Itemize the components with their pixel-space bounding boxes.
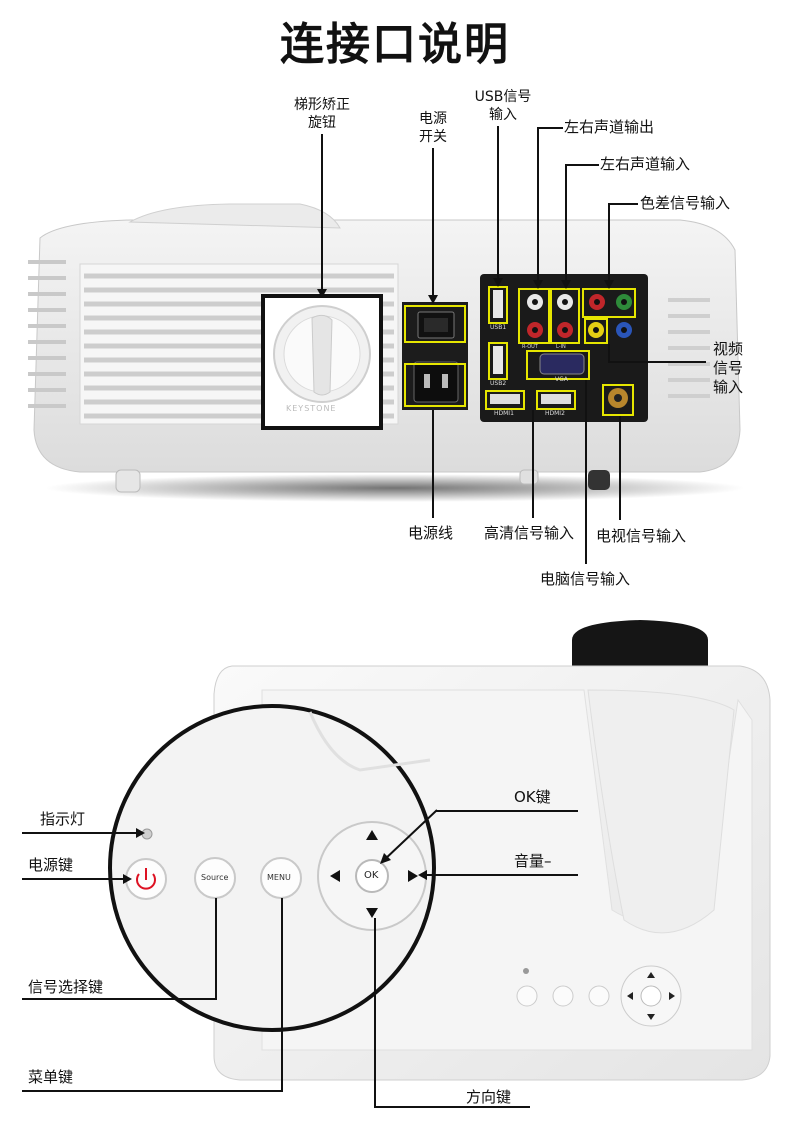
btn-menu-text: MENU [267,873,291,882]
vga-highlight [526,350,590,380]
indicator-label: 指示灯 [40,810,86,828]
direction-label: 方向键 [466,1088,512,1106]
power-cord-label: 电源线 [408,524,454,542]
lens [572,620,708,668]
port-hdmi2-label: HDMI2 [545,410,565,417]
rca-jacks [527,294,632,338]
audio-in-label: 左右声道输入 [600,155,691,173]
menu-key-label: 菜单键 [28,1068,74,1086]
volume-label: 音量– [514,852,552,870]
left-vents [28,260,66,408]
btn-source-text: Source [201,873,229,882]
port-lin-label: L-IN [556,344,566,350]
port-usb2-label: USB2 [490,380,507,387]
tv-label: 电视信号输入 [596,527,687,545]
audio-in-highlight [550,288,580,344]
foot-adjust [588,470,610,490]
hdmi1-highlight [485,390,525,410]
usb2-highlight [488,342,508,380]
audio-out-highlight [518,288,550,344]
rear-shadow [45,474,745,502]
video-highlight [584,318,608,344]
hdmi2-highlight [536,390,576,410]
video-label: 视频信号输入 [712,340,743,396]
hdmi-label: 高清信号输入 [484,524,575,542]
component-highlight [582,288,636,318]
source-key-label: 信号选择键 [28,978,104,996]
power-key-label: 电源键 [28,856,74,874]
usb1-highlight [488,286,508,324]
foot-left [115,469,141,493]
keystone-label: 梯形矫正旋钮 [294,97,350,131]
power-switch-highlight [404,305,466,343]
ok-key-label: OK键 [514,788,551,806]
page-title: 连接口说明 [280,19,510,70]
tv-highlight [602,384,634,416]
vga-label: 电脑信号输入 [540,570,631,588]
usb-label: USB信号输入 [474,89,532,123]
keystone-text: KEYSTONE [286,404,337,413]
port-usb1-label: USB1 [490,324,507,331]
power-switch-label: 电源开关 [419,111,447,145]
audio-out-label: 左右声道输出 [564,118,655,136]
port-rout-label: R-OUT [522,344,538,350]
port-hdmi1-label: HDMI1 [494,410,514,417]
power-socket-highlight [404,363,466,407]
btn-ok-text: OK [364,870,379,881]
component-label: 色差信号输入 [640,194,731,212]
port-vga-label: VGA [555,376,568,383]
